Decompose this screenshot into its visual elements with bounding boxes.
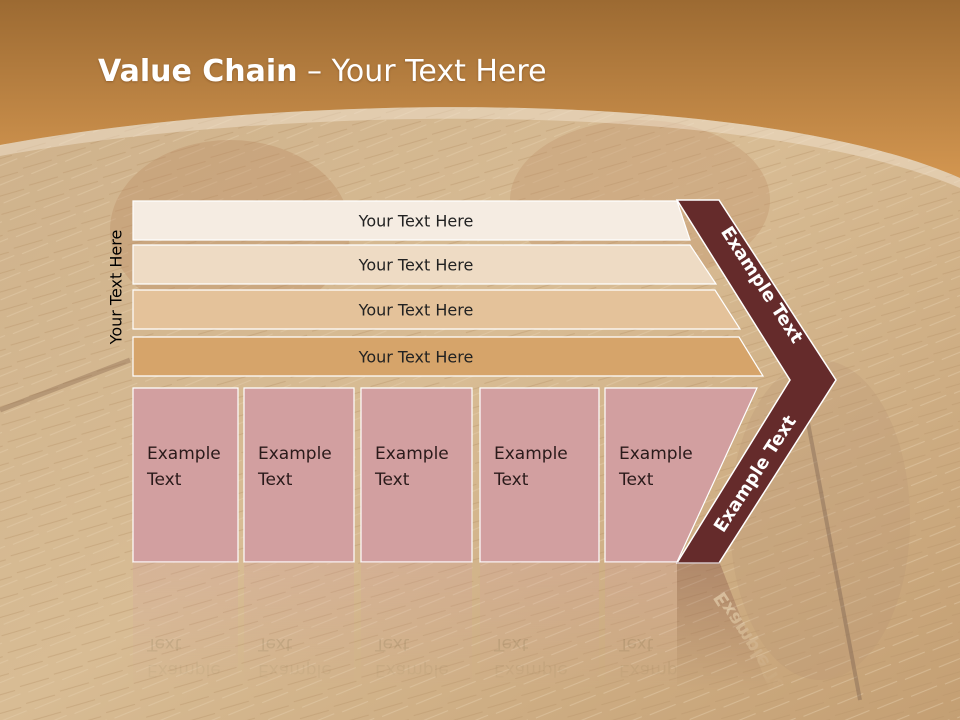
box-reflection-shape: [361, 562, 472, 720]
box-reflection-line1: Example: [494, 660, 568, 680]
chevron-reflection-shape: [677, 561, 781, 720]
box-reflection-line2: Text: [374, 634, 410, 654]
primary-box-line2: Text: [257, 470, 293, 490]
primary-box-4: [479, 387, 600, 563]
primary-box-3: [360, 387, 473, 563]
box-reflection-line1: Example: [619, 660, 693, 680]
primary-box-line2: Text: [374, 470, 410, 490]
box-reflection: Example Text: [244, 562, 354, 720]
box-reflection-line1: Example: [147, 660, 221, 680]
support-row-4: [132, 336, 765, 377]
primary-box-line2: Text: [146, 470, 182, 490]
support-row-label: Your Text Here: [358, 301, 474, 320]
primary-box-line1: Example: [147, 444, 221, 464]
slide-title: Value Chain – Your Text Here: [98, 54, 547, 89]
support-row-1: [132, 200, 691, 241]
title-rest: – Your Text Here: [297, 54, 547, 89]
box-reflection: Example Text: [361, 562, 472, 720]
box-reflection-line2: Text: [493, 634, 529, 654]
primary-box-line1: Example: [258, 444, 332, 464]
support-row-label: Your Text Here: [358, 256, 474, 275]
box-reflection-line2: Text: [257, 634, 293, 654]
title-bold: Value Chain: [98, 54, 298, 89]
box-reflection-shape: [244, 562, 354, 720]
support-row-2: [132, 244, 718, 285]
box-reflection-line1: Example: [375, 660, 449, 680]
chevron-reflection: Example Text: [677, 561, 801, 720]
reflection: ExampleTextExampleTextExampleTextExample…: [133, 561, 801, 720]
support-row-label: Your Text Here: [358, 212, 474, 231]
primary-box-line2: Text: [618, 470, 654, 490]
chevron-shape: [675, 199, 837, 564]
support-row-label: Your Text Here: [358, 348, 474, 367]
primary-box-line1: Example: [619, 444, 693, 464]
box-reflection-line2: Text: [146, 634, 182, 654]
box-reflection-shape: [133, 562, 238, 720]
primary-box-2: [243, 387, 355, 563]
support-row-3: [132, 289, 742, 330]
primary-box-line2: Text: [493, 470, 529, 490]
box-reflection-line1: Example: [258, 660, 332, 680]
box-reflection-shape: [605, 562, 750, 720]
box-reflection-shape: [480, 562, 599, 720]
box-reflection: Example Text: [133, 562, 238, 720]
box-reflection: Example Text: [605, 562, 750, 720]
box-reflection-line2: Text: [618, 634, 654, 654]
primary-box-line1: Example: [494, 444, 568, 464]
box-reflection: Example Text: [480, 562, 599, 720]
primary-box-line1: Example: [375, 444, 449, 464]
primary-box-1: [132, 387, 239, 563]
